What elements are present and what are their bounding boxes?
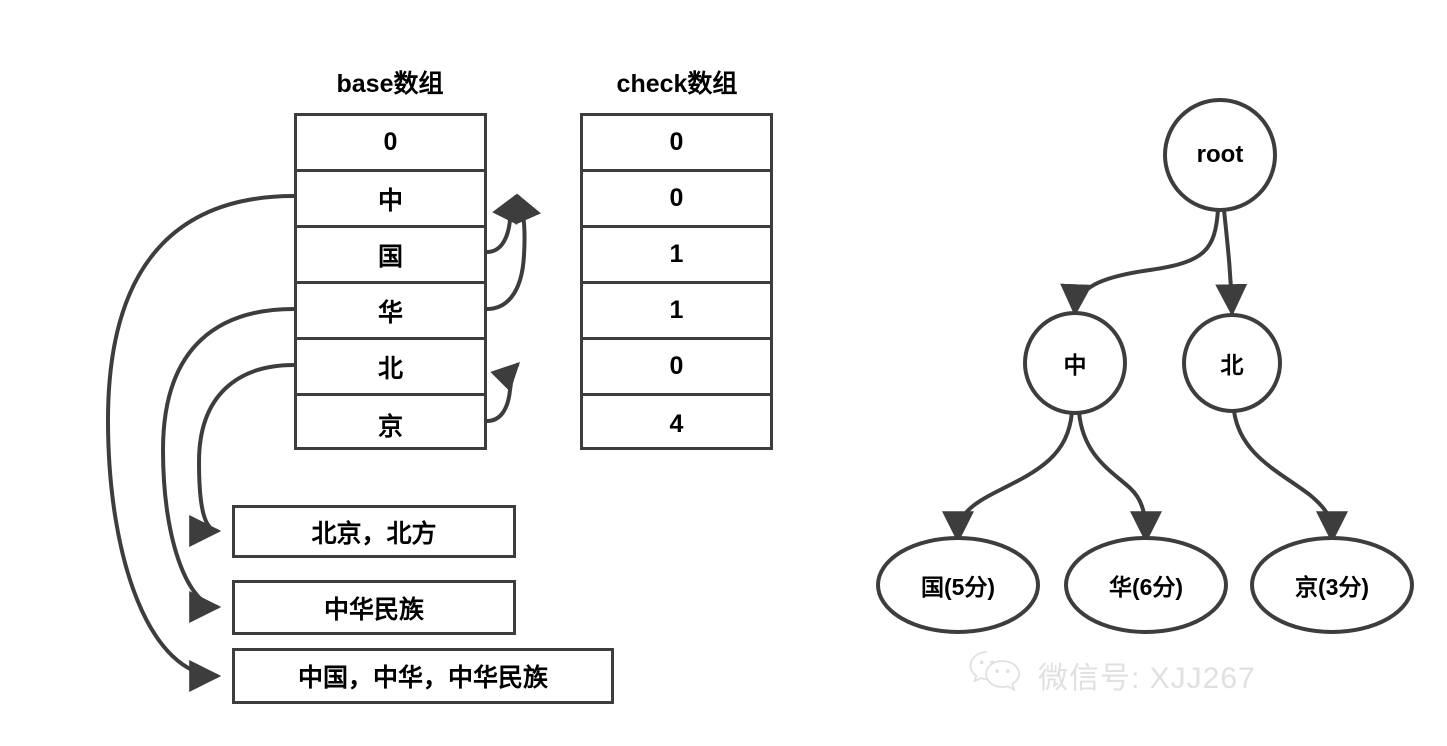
base-cell-4: 北 — [297, 340, 484, 396]
link-hua-to-box2 — [160, 307, 295, 623]
tree-link-bei-jing — [1232, 410, 1348, 544]
tree-leaf-jing — [1250, 536, 1414, 634]
word-box-zhonghua-minzu: 中华民族 — [232, 580, 516, 635]
tree-node-root-label: root — [1196, 141, 1244, 168]
tree-leaf-guo-label: 国(5分) — [920, 574, 996, 600]
watermark: 微信号: XJJ267 — [968, 648, 1256, 701]
tree-link-root-bei — [1215, 209, 1248, 317]
link-jing-to-bei — [486, 362, 520, 423]
tree-node-root — [1163, 98, 1277, 212]
tree-node-zhong — [1023, 311, 1127, 415]
word-box-beijing-beifang: 北京，北方 — [232, 505, 516, 558]
tree-link-zhong-guo — [942, 411, 1074, 544]
tree-leaf-hua — [1064, 536, 1228, 634]
link-hua-to-zhong — [486, 193, 542, 311]
base-cell-5: 京 — [377, 412, 403, 441]
base-cell-2: 国 — [297, 228, 484, 284]
base-array: 0 中 国 华 北 京 — [294, 113, 487, 450]
word-box-zhongguo-zhonghua-minzu: 中国，中华，中华民族 — [232, 648, 614, 704]
link-guo-to-zhong — [486, 193, 518, 254]
tree-node-bei — [1182, 313, 1282, 413]
tree-node-bei-label: 北 — [1220, 352, 1244, 378]
tree-leaf-guo — [876, 536, 1040, 634]
base-array-title: base数组 — [336, 70, 444, 98]
check-cell-4: 0 — [583, 340, 770, 396]
check-cell-5: 4 — [669, 410, 684, 438]
check-cell-1: 0 — [583, 172, 770, 228]
tree-leaf-jing-label: 京(3分) — [1294, 574, 1370, 600]
check-cell-2: 1 — [583, 228, 770, 284]
tree-node-zhong-label: 中 — [1063, 352, 1087, 378]
tree-leaf-hua-label: 华(6分) — [1108, 574, 1184, 600]
wechat-icon — [968, 648, 1028, 701]
watermark-text: 微信号: XJJ267 — [1038, 661, 1256, 695]
check-array-title: check数组 — [616, 70, 738, 98]
check-array: 0 0 1 1 0 4 — [580, 113, 773, 450]
check-cell-3: 1 — [583, 284, 770, 340]
tree-link-zhong-hua — [1077, 411, 1162, 544]
base-cell-0: 0 — [297, 116, 484, 172]
tree-link-root-zhong — [1060, 209, 1220, 317]
base-cell-1: 中 — [297, 172, 484, 228]
check-cell-0: 0 — [583, 116, 770, 172]
base-cell-3: 华 — [297, 284, 484, 340]
